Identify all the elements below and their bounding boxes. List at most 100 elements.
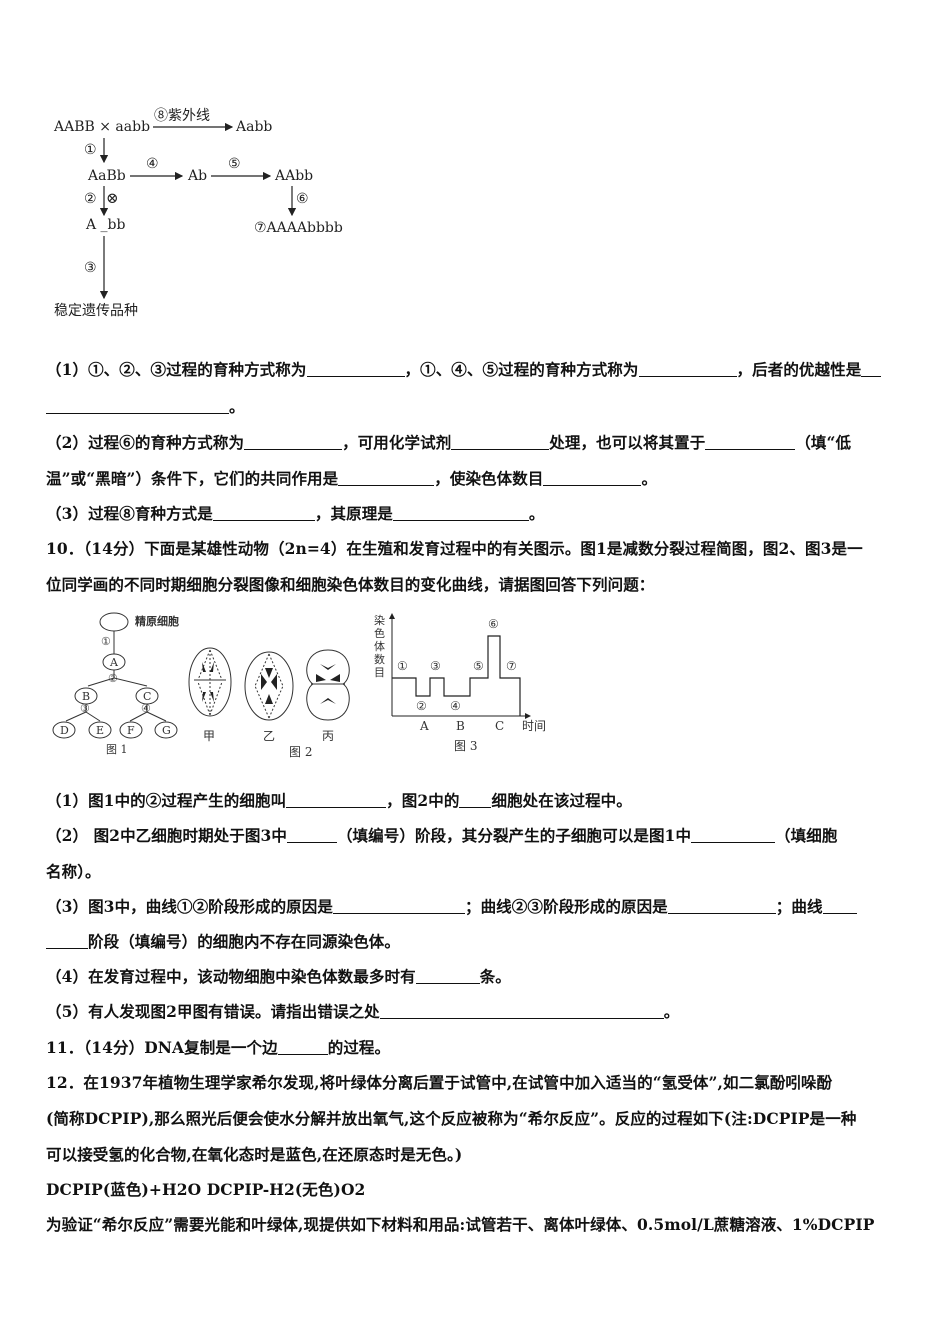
cell-jia [188, 647, 232, 717]
spermatogonium-label: 精原细胞 [135, 614, 179, 628]
answer-blank[interactable] [392, 506, 529, 521]
figure-1-caption: 图 1 [106, 743, 128, 756]
y-axis-label: 染 [374, 613, 385, 627]
q11-line: 11．（14分）DNA复制是一个边的过程。 [46, 1038, 391, 1057]
q12-line1: 12．在1937年植物生理学家希尔发现,将叶绿体分离后置于试管中,在试管中加入适… [46, 1073, 833, 1092]
cell-label: E [96, 724, 104, 737]
stage-marker: ② [416, 699, 427, 713]
chromosome-curve [392, 635, 521, 716]
q12-equation: DCPIP(蓝色)+H2O DCPIP-H2(无色)O2 [46, 1180, 366, 1199]
step-label: ③ [80, 702, 90, 715]
answer-blank[interactable] [822, 899, 857, 914]
q10-line4: （3）图3中，曲线①②阶段形成的原因是；曲线②③阶段形成的原因是；曲线 [46, 897, 912, 917]
stable-variety-label: 稳定遗传品种 [54, 303, 138, 319]
answer-blank[interactable] [46, 399, 229, 414]
stage-marker: ④ [450, 699, 461, 713]
parents-label: AABB × aabb [53, 119, 150, 135]
spermatogonium-cell [99, 612, 129, 632]
aabb-label: AAbb [274, 168, 313, 184]
answer-blank[interactable] [543, 471, 642, 486]
answer-blank[interactable] [638, 362, 737, 377]
cell-label: A [109, 656, 119, 669]
answer-blank[interactable] [244, 435, 343, 450]
q10-line2: （2） 图2中乙细胞时期处于图3中（填编号）阶段，其分裂产生的子细胞可以是图1中… [46, 826, 838, 845]
q9-line4: 温”或“黑暗”）条件下，它们的共同作用是，使染色体数目。 [46, 469, 658, 488]
answer-blank[interactable] [286, 793, 387, 808]
q10-line3: 名称）。 [46, 862, 101, 881]
q12-line3: 可以接受氢的化合物,在氧化态时是蓝色,在还原态时是无色。) [46, 1145, 463, 1164]
y-axis-label: 数 [374, 653, 385, 666]
answer-blank[interactable] [861, 362, 882, 377]
breeding-diagram: AABB × aabb ⑧紫外线 Aabb ① AaBb ④ Ab ⑤ AAbb… [53, 108, 343, 319]
q10-heading-line2: 位同学画的不同时期细胞分裂图像和细胞染色体数目的变化曲线，请据图回答下列问题： [46, 575, 655, 594]
x-stage-label: A [419, 719, 429, 733]
q10-line7: （5）有人发现图2甲图有错误。请指出错误之处。 [46, 1002, 680, 1021]
figure-3-caption: 图 3 [454, 739, 477, 753]
q9-line5: （3）过程⑧育种方式是，其原理是。 [46, 504, 545, 523]
answer-blank[interactable] [338, 471, 435, 486]
step-label: ① [101, 635, 111, 648]
answer-blank[interactable] [277, 1040, 328, 1055]
q10-line6: （4）在发育过程中，该动物细胞中染色体数最多时有条。 [46, 967, 511, 986]
q9-line3: （2）过程⑥的育种方式称为，可用化学试剂处理，也可以将其置于（填“低 [46, 433, 852, 452]
answer-blank[interactable] [46, 934, 88, 949]
q10-heading-line1: 10．（14分）下面是某雄性动物（2n=4）在生殖和发育过程中的有关图示。图1是… [46, 539, 863, 558]
step5-label: ⑤ [228, 156, 241, 172]
a-bb-label: A _bb [85, 217, 126, 233]
stage-marker: ⑦ [506, 659, 517, 673]
selfing-symbol: ⊗ [106, 189, 119, 207]
answer-blank[interactable] [306, 362, 405, 377]
answer-blank[interactable] [451, 435, 550, 450]
f1-label: AaBb [87, 168, 126, 184]
figure-2-caption: 图 2 [289, 745, 312, 759]
q9-line2: 。 [46, 397, 912, 417]
stage-marker: ⑤ [473, 659, 484, 673]
cell-jia-label: 甲 [203, 729, 215, 743]
cell-yi [244, 651, 294, 721]
cell-label: C [143, 690, 151, 703]
figure-2-cell-images: 甲 乙 丙 图 2 [188, 647, 350, 759]
cell-yi-label: 乙 [263, 729, 275, 743]
tetraploid-label: ⑦AAAAbbbb [254, 220, 343, 236]
cell-label: F [127, 724, 135, 737]
cell-label: G [162, 724, 171, 737]
answer-blank[interactable] [415, 969, 480, 984]
q12-line5: 为验证“希尔反应”需要光能和叶绿体,现提供如下材料和用品:试管若干、离体叶绿体、… [46, 1215, 875, 1234]
ab-label: Ab [187, 168, 207, 184]
q9-line1: （1）①、②、③过程的育种方式称为，①、④、⑤过程的育种方式称为，后者的优越性是 [46, 360, 912, 380]
answer-blank[interactable] [286, 828, 337, 843]
cell-f [119, 721, 143, 739]
answer-blank[interactable] [212, 506, 315, 521]
answer-blank[interactable] [459, 793, 492, 808]
step-label: ② [108, 672, 118, 685]
stage-marker: ③ [430, 659, 441, 673]
answer-blank[interactable] [379, 1004, 664, 1019]
x-stage-label: C [495, 719, 504, 733]
step3-label: ③ [84, 260, 97, 276]
figure-1-meiosis-tree: 精原细胞 ① A ② B C ③ ④ D E F G 图 1 [52, 612, 179, 756]
q12-line2: (简称DCPIP),那么照光后便会使水分解并放出氧气,这个反应被称为“希尔反应”… [46, 1109, 857, 1128]
uv-label: ⑧紫外线 [154, 108, 210, 124]
cell-e [88, 721, 112, 739]
cell-bing [306, 649, 350, 721]
x-stage-label: B [456, 719, 465, 733]
cell-label: D [60, 724, 69, 737]
step1-label: ① [84, 142, 97, 158]
cell-bing-label: 丙 [322, 729, 334, 743]
step-label: ④ [141, 702, 151, 715]
stage-marker: ⑥ [488, 617, 499, 631]
figure-3-chromosome-curve: 染 色 体 数 目 ① ② ③ ④ ⑤ ⑥ ⑦ A B C 时间 图 3 [374, 613, 546, 753]
answer-blank[interactable] [667, 899, 776, 914]
q10-line5: 阶段（填编号）的细胞内不存在同源染色体。 [46, 932, 912, 952]
x-axis-label: 时间 [522, 719, 546, 733]
step4-label: ④ [146, 156, 159, 172]
answer-blank[interactable] [332, 899, 465, 914]
uv-product: Aabb [235, 119, 272, 135]
cell-g [154, 721, 178, 739]
answer-blank[interactable] [705, 435, 796, 450]
step6-label: ⑥ [296, 191, 309, 207]
step2-label: ② [84, 191, 97, 207]
y-axis-label: 目 [374, 666, 385, 679]
answer-blank[interactable] [691, 828, 776, 843]
stage-marker: ① [397, 659, 408, 673]
